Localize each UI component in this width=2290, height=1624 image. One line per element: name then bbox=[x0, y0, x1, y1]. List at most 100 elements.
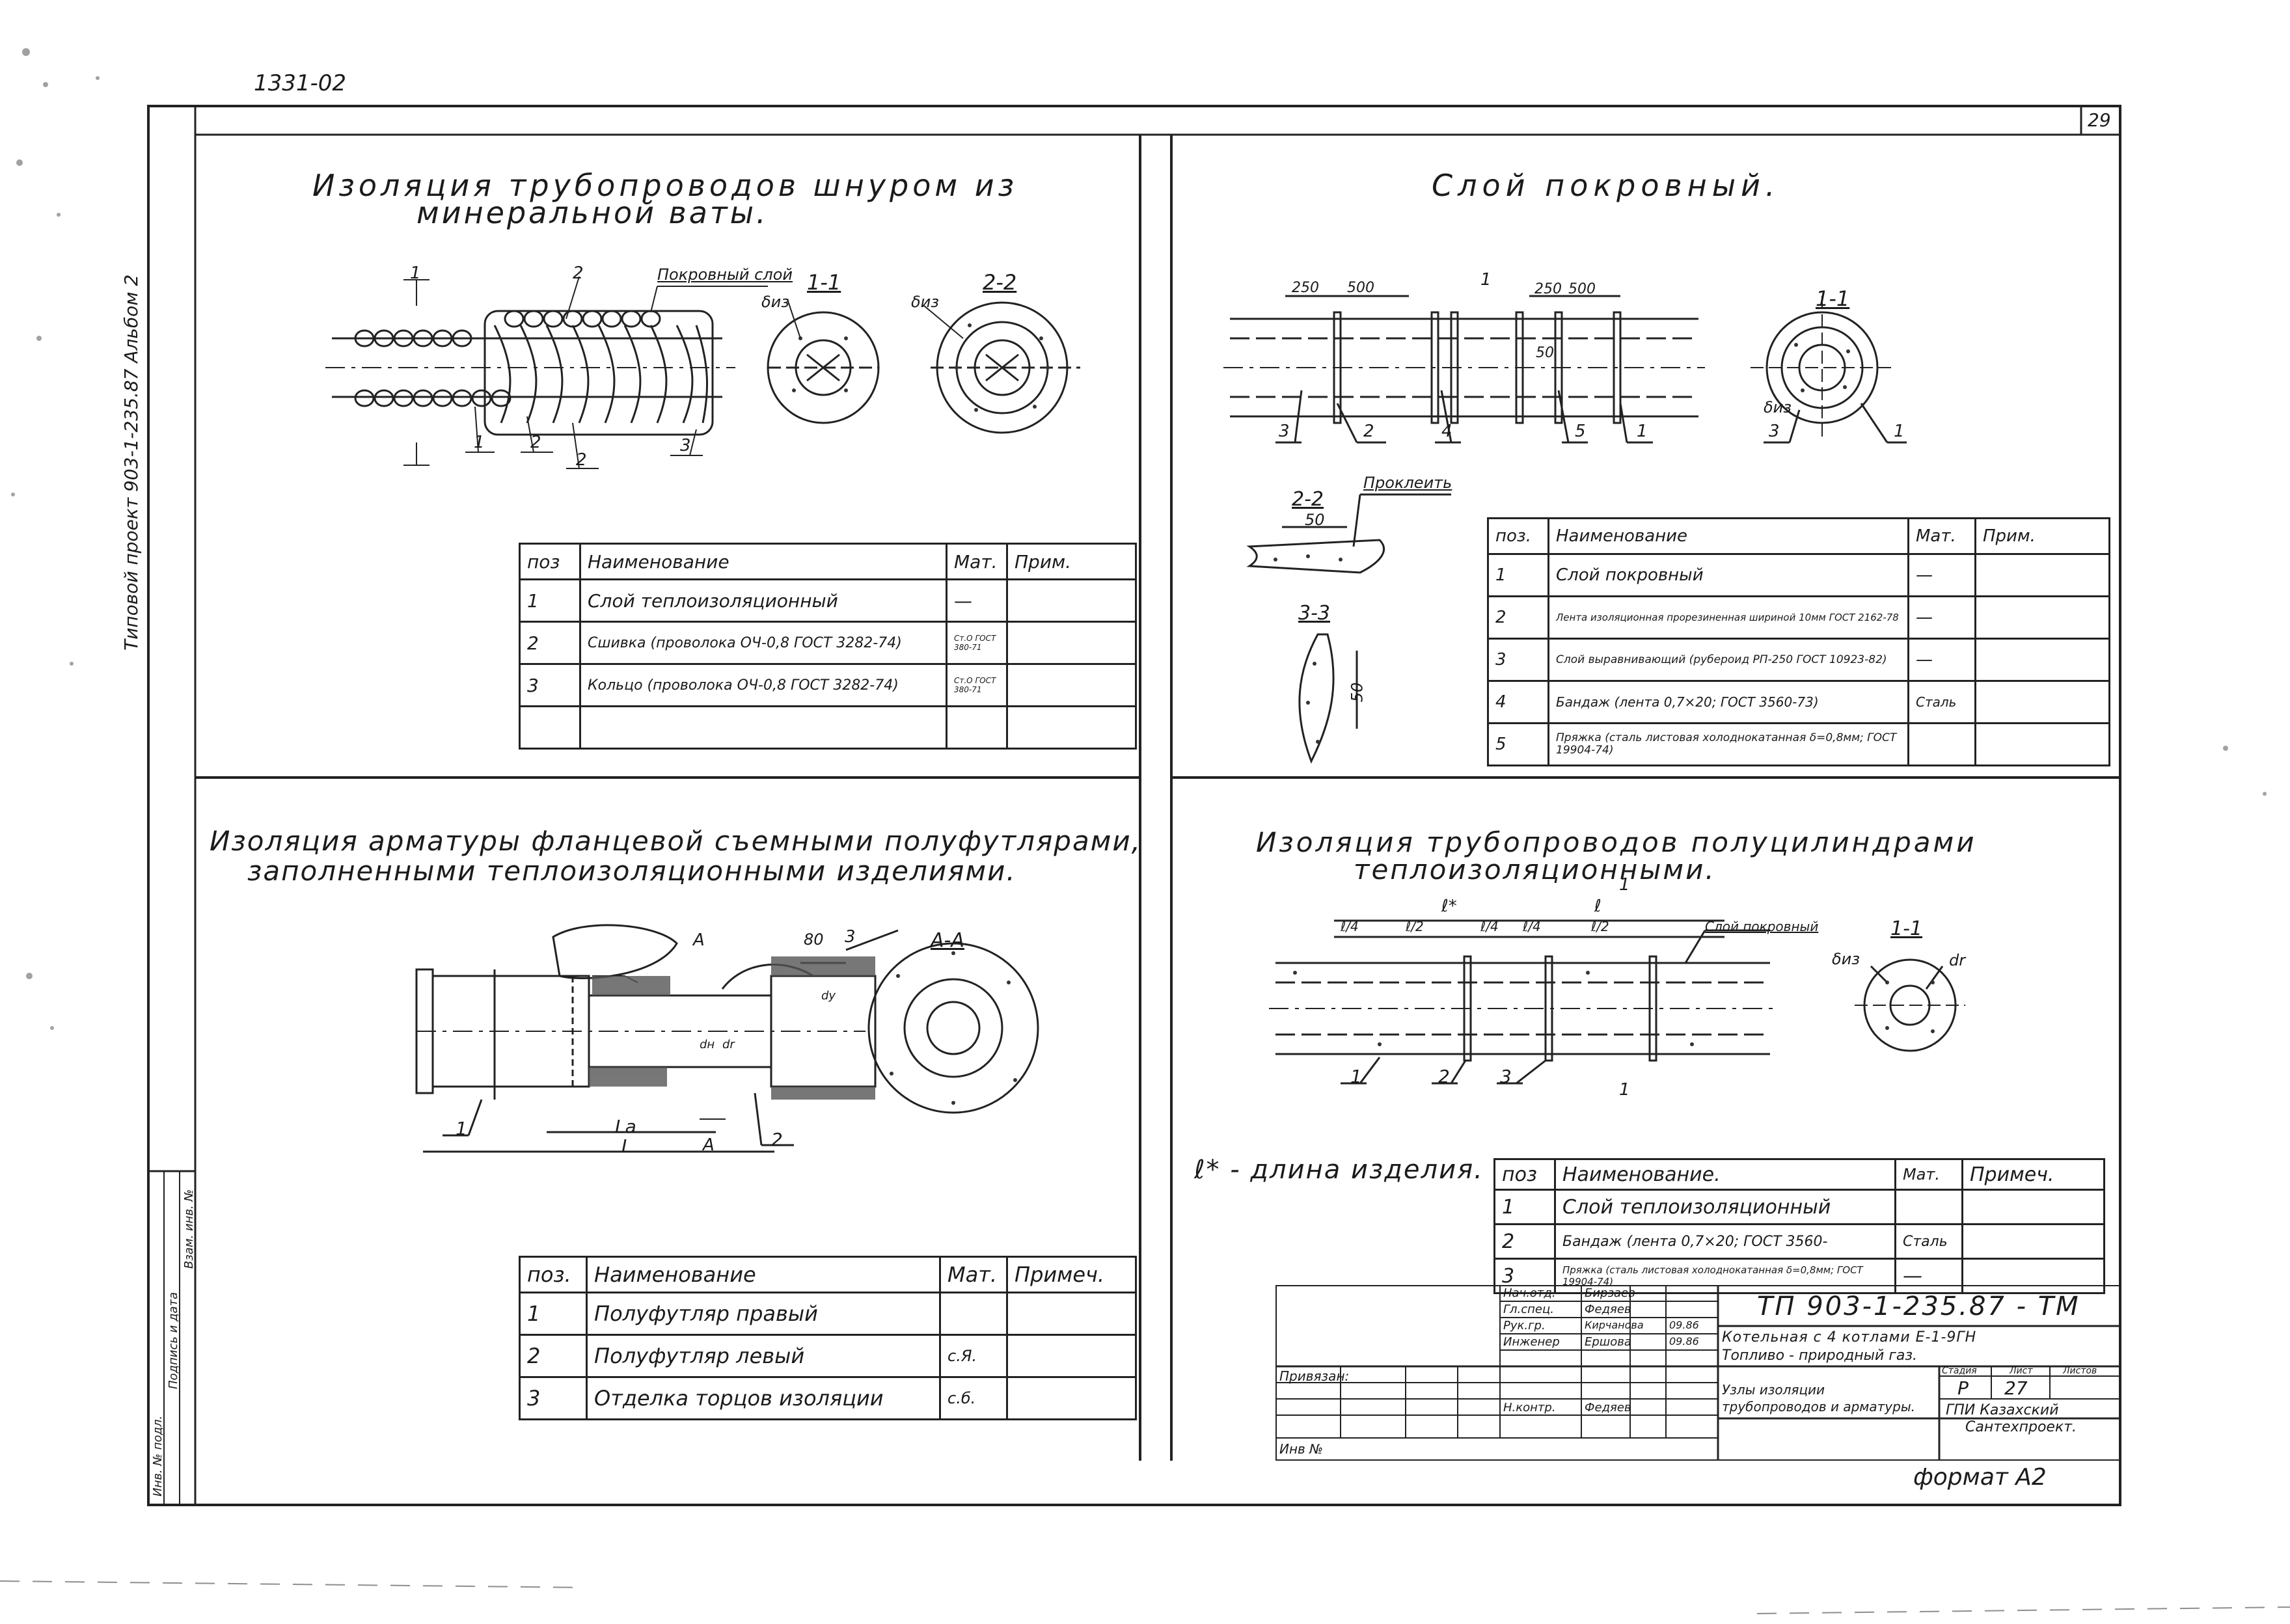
org-line2: Сантехпроект. bbox=[1965, 1419, 2077, 1435]
q3-spec-table: поз. Наименование Мат. Примеч. 1 Полуфут… bbox=[519, 1256, 1137, 1420]
col-pos-header: поз. bbox=[1487, 517, 1549, 555]
cell-name: Полуфутляр правый bbox=[586, 1292, 941, 1336]
cell-pos: 3 bbox=[519, 663, 581, 707]
cell-mat: Ст.О ГОСТ 380-71 bbox=[946, 663, 1008, 707]
signer-name-2: Федяев bbox=[1585, 1303, 1631, 1316]
signer-role-5: Н.контр. bbox=[1503, 1401, 1556, 1414]
q3-callout-2: 2 bbox=[771, 1129, 783, 1150]
q1-spec-table: поз Наименование Мат. Прим. 1 Слой тепло… bbox=[519, 543, 1137, 750]
q2-callout-3b: 3 bbox=[1769, 422, 1780, 441]
q2-section-33: 3-3 bbox=[1298, 602, 1330, 625]
side-label-inv: Инв. № подл. bbox=[151, 1415, 165, 1496]
cell-note bbox=[1961, 1189, 2105, 1225]
cell-mat: с.б. bbox=[939, 1376, 1008, 1420]
table-row: 5 Пряжка (сталь листовая холоднокатанная… bbox=[1487, 722, 2110, 766]
cell-pos: 2 bbox=[1493, 1223, 1556, 1260]
cell-pos: 2 bbox=[519, 621, 581, 665]
cell-mat: с.Я. bbox=[939, 1334, 1008, 1378]
signer-role-1: Нач.отд. bbox=[1503, 1286, 1556, 1300]
cell-note bbox=[1974, 638, 2110, 682]
q3-label-A2: А bbox=[703, 1135, 715, 1155]
cell-pos: 1 bbox=[1493, 1189, 1556, 1225]
q2-callout-1c: 1 bbox=[1894, 422, 1905, 441]
signer-date-3: 09.86 bbox=[1669, 1319, 1699, 1331]
cell-mat: — bbox=[1894, 1258, 1963, 1294]
q4-dim-l2a: ℓ/2 bbox=[1406, 919, 1424, 934]
table-row: 3 Слой выравнивающий (рубероид РП-250 ГО… bbox=[1487, 638, 2110, 682]
q4-callout-1-top: 1 bbox=[1619, 875, 1630, 895]
q3-callout-1: 1 bbox=[456, 1118, 467, 1139]
cell-mat: — bbox=[1907, 553, 1976, 597]
cell-note bbox=[1006, 663, 1137, 707]
signer-name-5: Федяев bbox=[1585, 1401, 1631, 1414]
q1-title-line2: минеральной ваты. bbox=[416, 195, 769, 230]
col-note-header: Прим. bbox=[1006, 543, 1137, 580]
q4-callout-3: 3 bbox=[1500, 1066, 1512, 1087]
sheet-number: 29 bbox=[2088, 109, 2111, 131]
cell-pos: 2 bbox=[519, 1334, 588, 1378]
cell-note bbox=[1961, 1223, 2105, 1260]
q1-section-22: 2-2 bbox=[983, 270, 1017, 295]
q1-callout-1: 1 bbox=[410, 264, 421, 283]
stage-value: Р bbox=[1957, 1377, 1969, 1399]
table-row: 2 Сшивка (проволока ОЧ-0,8 ГОСТ 3282-74)… bbox=[519, 621, 1137, 665]
q2-section-22: 2-2 bbox=[1292, 488, 1324, 511]
q2-title: Слой покровный. bbox=[1432, 168, 1780, 203]
table-header-row: поз. Наименование Мат. Прим. bbox=[1487, 517, 2110, 555]
cell-mat bbox=[1907, 722, 1976, 766]
cell-name: Пряжка (сталь листовая холоднокатанная δ… bbox=[1547, 722, 1909, 766]
cell-pos: 2 bbox=[1487, 595, 1549, 640]
table-row: 4 Бандаж (лента 0,7×20; ГОСТ 3560-73) Ст… bbox=[1487, 680, 2110, 724]
q1-callout-2c: 2 bbox=[576, 450, 587, 470]
cell-note bbox=[1974, 553, 2110, 597]
q3-dim-80: 80 bbox=[804, 930, 824, 949]
table-row: 2 Полуфутляр левый с.Я. bbox=[519, 1334, 1137, 1378]
q2-dim-250a: 250 bbox=[1292, 280, 1319, 296]
cell-note bbox=[1006, 1334, 1137, 1378]
table-row: 1 Слой покровный — bbox=[1487, 553, 2110, 597]
fuel-label: Топливо - природный газ. bbox=[1722, 1347, 1918, 1364]
col-mat-header: Мат. bbox=[946, 543, 1008, 580]
table-row: 1 Полуфутляр правый bbox=[519, 1292, 1137, 1336]
cell-pos: 3 bbox=[1493, 1258, 1556, 1294]
inv-label: Инв № bbox=[1279, 1441, 1323, 1457]
q3-dim-dn: dн bbox=[700, 1038, 715, 1051]
q2-drawing bbox=[1223, 295, 1907, 764]
cell-pos: 5 bbox=[1487, 722, 1549, 766]
table-row: 1 Слой теплоизоляционный — bbox=[519, 578, 1137, 623]
side-label-replace: Взам. инв. № bbox=[182, 1189, 196, 1269]
q2-dim-500a: 500 bbox=[1347, 280, 1374, 296]
privyazan-label: Привязан: bbox=[1279, 1368, 1350, 1384]
q4-dim-l2b: ℓ/2 bbox=[1591, 919, 1609, 934]
q1-callout-3: 3 bbox=[680, 436, 691, 455]
table-row: 2 Лента изоляционная прорезиненная ширин… bbox=[1487, 595, 2110, 640]
q3-label-A: А bbox=[693, 930, 705, 950]
q2-dim-50-detail: 50 bbox=[1305, 511, 1325, 529]
cell-pos: 4 bbox=[1487, 680, 1549, 724]
q2-callout-4: 4 bbox=[1441, 422, 1452, 441]
q2-callout-2: 2 bbox=[1363, 422, 1374, 441]
cell-mat: Сталь bbox=[1907, 680, 1976, 724]
q1-cover-layer-label: Покровный слой bbox=[657, 265, 793, 284]
project-code: ТП 903-1-235.87 - ТМ bbox=[1757, 1292, 2080, 1321]
cell-mat: Сталь bbox=[1894, 1223, 1963, 1260]
q2-callout-1-top: 1 bbox=[1480, 270, 1492, 290]
col-mat-header: Мат. bbox=[1907, 517, 1976, 555]
cell-name: Бандаж (лента 0,7×20; ГОСТ 3560- bbox=[1554, 1223, 1896, 1260]
cell-note bbox=[1974, 722, 2110, 766]
cell-mat bbox=[946, 705, 1008, 750]
cell-pos: 3 bbox=[1487, 638, 1549, 682]
q1-drawing bbox=[325, 276, 1080, 469]
table-row bbox=[519, 705, 1137, 750]
q4-note: ℓ* - длина изделия. bbox=[1194, 1155, 1484, 1185]
q3-callout-3: 3 bbox=[845, 927, 856, 947]
side-label-sign: Подпись и дата bbox=[167, 1292, 180, 1389]
col-mat-header: Мат. bbox=[939, 1256, 1008, 1293]
table-header-row: поз. Наименование Мат. Примеч. bbox=[519, 1256, 1137, 1293]
stage-header: Стадия bbox=[1942, 1366, 1977, 1376]
q2-callout-5: 5 bbox=[1575, 422, 1586, 441]
q1-title-line1: Изоляция трубопроводов шнуром из bbox=[312, 168, 1018, 203]
table-row: 3 Пряжка (сталь листовая холоднокатанная… bbox=[1493, 1258, 2105, 1294]
q2-delta-iz: δиз bbox=[1764, 398, 1792, 416]
sheet-value: 27 bbox=[2004, 1377, 2028, 1399]
